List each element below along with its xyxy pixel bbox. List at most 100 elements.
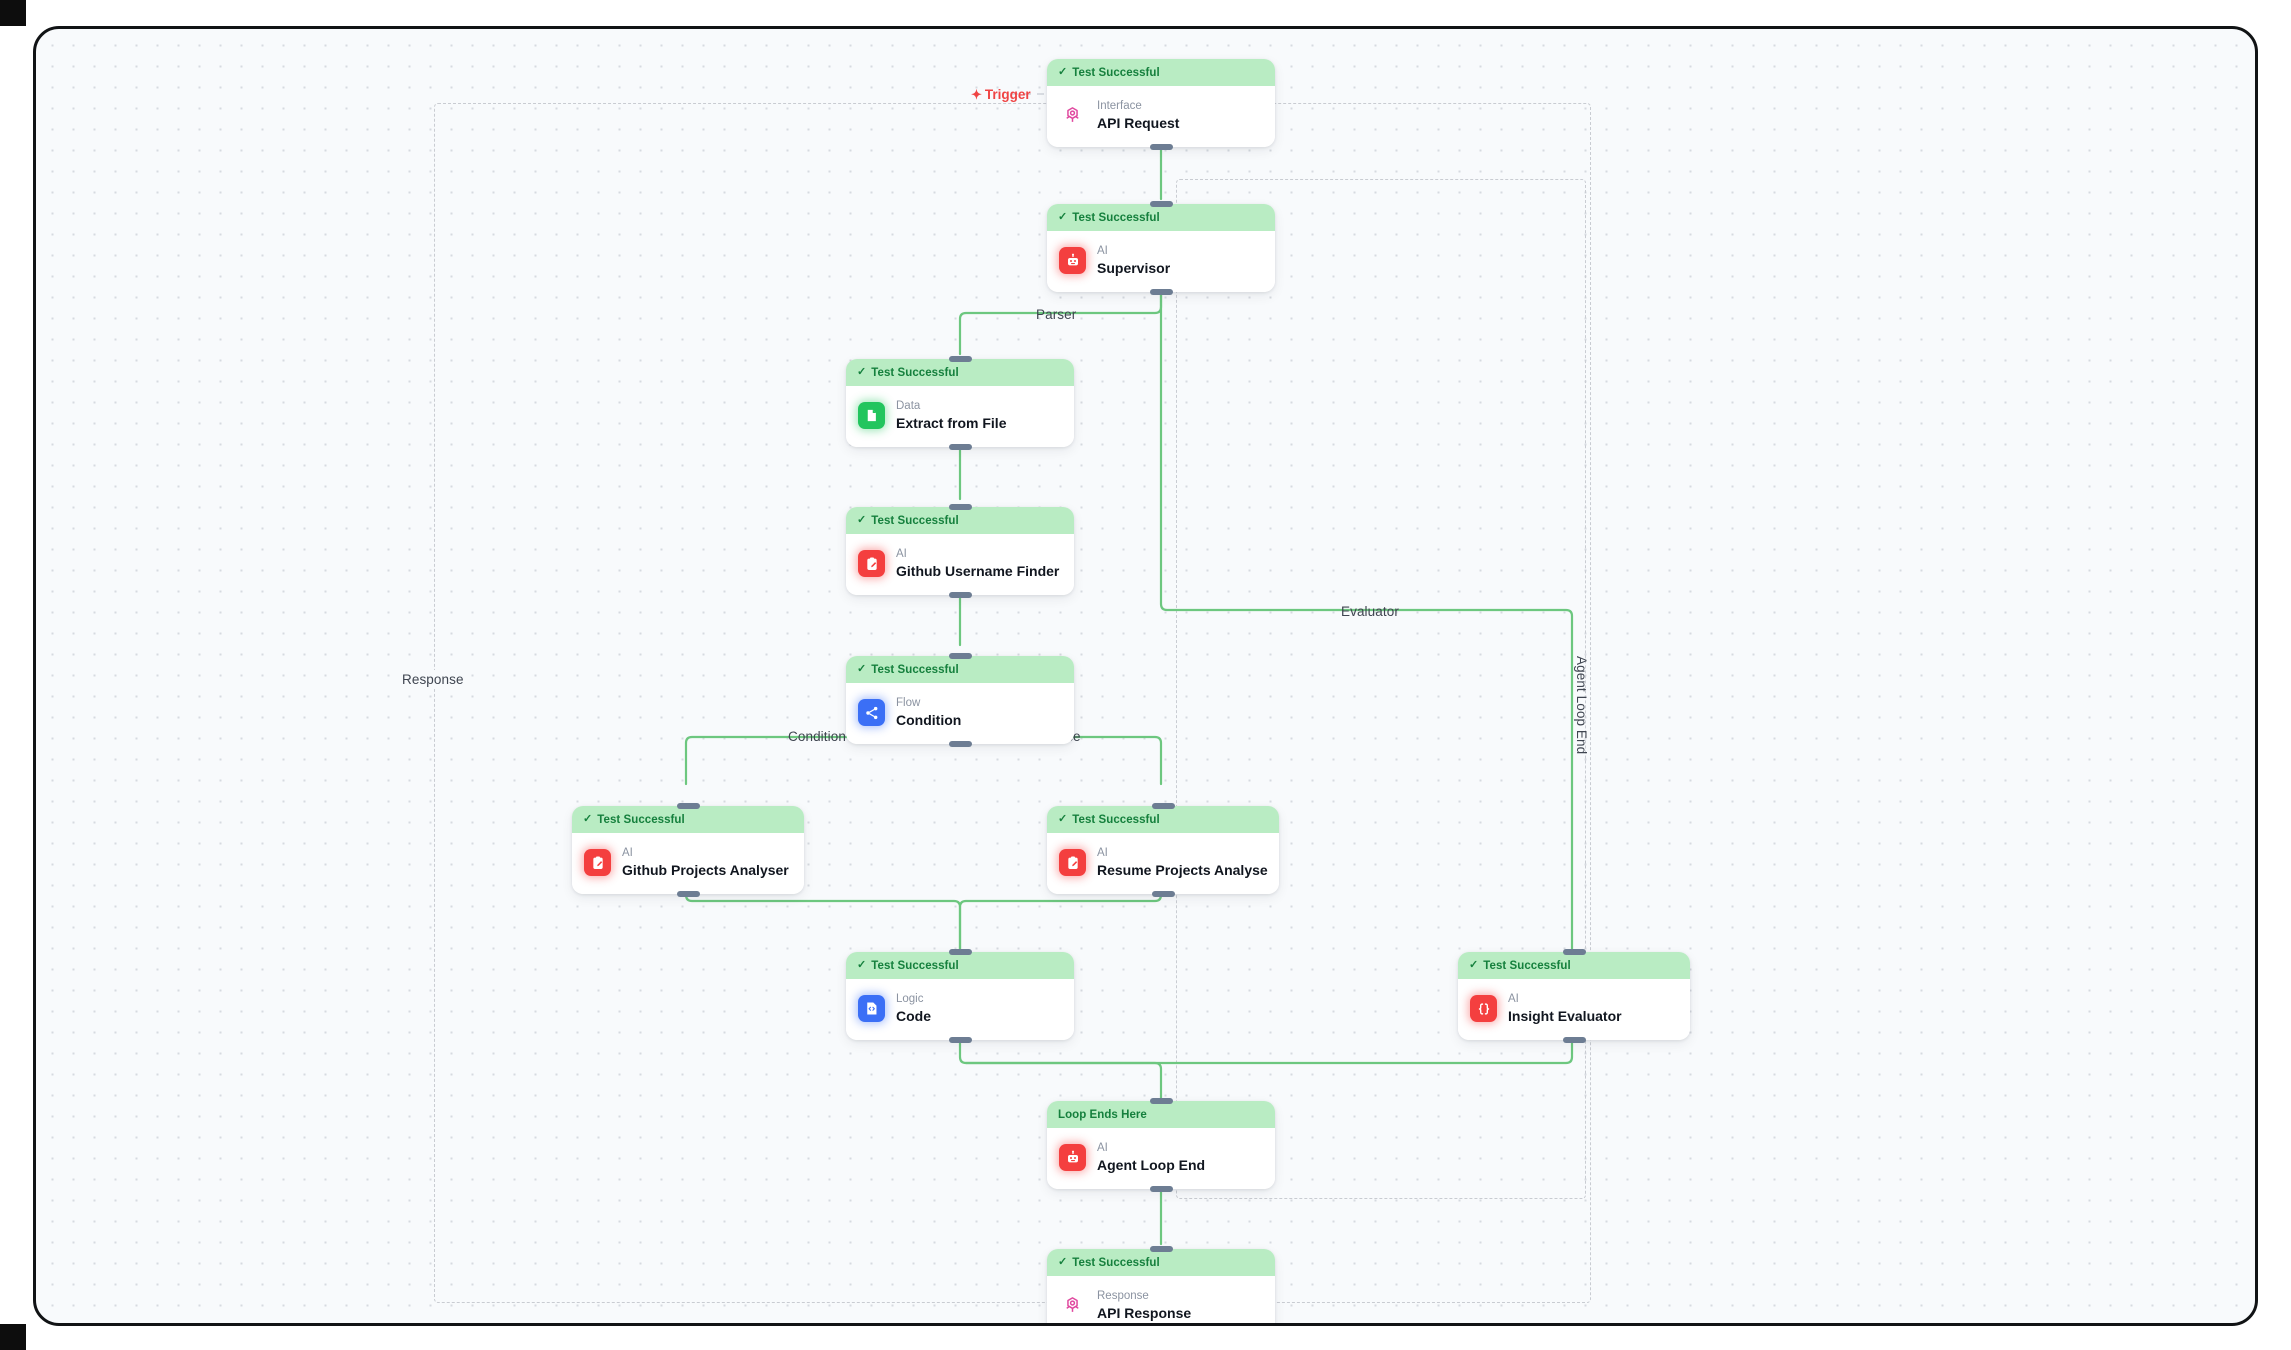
node-kind: AI [1097, 245, 1108, 257]
node-status-label: Test Successful [1072, 813, 1160, 826]
node-kind: Interface [1097, 100, 1142, 112]
node-handle-top[interactable] [1149, 201, 1173, 207]
node-status-badge: ✓ Test Successful [846, 507, 1074, 534]
node-title: Agent Loop End [1097, 1157, 1206, 1174]
node-handle-bottom[interactable] [1562, 1036, 1586, 1043]
node-supervisor[interactable]: ✓ Test Successful [1047, 201, 1275, 295]
node-status-label: Test Successful [871, 366, 959, 379]
node-status-label: Test Successful [871, 514, 959, 527]
node-title: Insight Evaluator [1508, 1008, 1622, 1025]
node-api-response[interactable]: ✓ Test Successful Response API Respons [1047, 1246, 1275, 1323]
robot-icon [1059, 247, 1086, 275]
node-text: AI Agent Loop End [1097, 1141, 1205, 1175]
edge-label-condition-1: Condition 1 [788, 729, 858, 744]
check-icon: ✓ [1058, 813, 1068, 825]
node-status-badge: ✓ Test Successful [846, 359, 1074, 386]
check-icon: ✓ [857, 514, 867, 526]
node-body: AI Supervisor [1047, 231, 1275, 292]
document-icon [858, 402, 885, 430]
node-title: Supervisor [1097, 260, 1171, 277]
node-handle-top[interactable] [1149, 1098, 1173, 1104]
node-title: Extract from File [896, 415, 1007, 432]
node-body: AI Agent Loop End [1047, 1128, 1275, 1189]
node-resume-projects-analyse[interactable]: ✓ Test Successful AI Resume Projects Ana… [1047, 803, 1279, 897]
node-text: AI Supervisor [1097, 244, 1170, 278]
node-handle-top[interactable] [1562, 949, 1586, 955]
node-status-label: Test Successful [871, 663, 959, 676]
node-text: Interface API Request [1097, 99, 1179, 133]
check-icon: ✓ [857, 959, 867, 971]
node-title: Github Username Finder [896, 563, 1060, 580]
node-handle-bottom[interactable] [948, 443, 972, 450]
node-handle-bottom[interactable] [1149, 1185, 1173, 1192]
check-icon: ✓ [1058, 66, 1068, 78]
node-text: AI Resume Projects Analyse [1097, 846, 1268, 880]
node-body: Logic Code [846, 979, 1074, 1040]
node-title: Resume Projects Analyse [1097, 862, 1268, 879]
check-icon: ✓ [583, 813, 593, 825]
node-kind: Logic [896, 993, 924, 1005]
clipboard-pencil-icon [1059, 849, 1086, 877]
window-corner-tick-top-left [0, 0, 26, 26]
clipboard-pencil-icon [584, 849, 611, 877]
node-kind: Data [896, 400, 921, 412]
node-title: API Request [1097, 115, 1180, 132]
node-status-badge: ✓ Test Successful [1047, 1249, 1275, 1276]
interface-flower-icon [1059, 102, 1086, 129]
node-handle-bottom[interactable] [1151, 890, 1175, 897]
node-body: AI Resume Projects Analyse [1047, 833, 1279, 894]
node-handle-top[interactable] [948, 356, 972, 362]
node-kind: AI [622, 847, 633, 859]
check-icon: ✓ [857, 663, 867, 675]
node-agent-loop-end[interactable]: Loop Ends Here [1047, 1098, 1275, 1192]
node-handle-top[interactable] [1151, 803, 1175, 809]
check-icon: ✓ [1058, 1256, 1068, 1268]
node-body: Flow Condition [846, 683, 1074, 744]
curly-braces-icon [1470, 995, 1497, 1023]
node-status-label: Test Successful [1072, 211, 1160, 224]
check-icon: ✓ [1058, 211, 1068, 223]
node-status-badge: ✓ Test Successful [572, 806, 804, 833]
node-insight-evaluator[interactable]: ✓ Test Successful AI Insight Evaluator [1458, 949, 1690, 1043]
node-handle-bottom[interactable] [948, 740, 972, 747]
sparkle-icon: ✦ [971, 87, 982, 102]
node-github-projects-analyser[interactable]: ✓ Test Successful AI Github Projects Ana… [572, 803, 804, 897]
node-title: Code [896, 1008, 931, 1025]
node-github-username-finder[interactable]: ✓ Test Successful AI Github Username Fin… [846, 504, 1074, 598]
check-icon: ✓ [1469, 959, 1479, 971]
node-handle-bottom[interactable] [1149, 288, 1173, 295]
node-text: Response API Response [1097, 1289, 1191, 1323]
node-title: Condition [896, 712, 962, 729]
node-body: AI Github Projects Analyser [572, 833, 804, 894]
node-body: Interface API Request [1047, 86, 1275, 147]
node-handle-bottom[interactable] [948, 1036, 972, 1043]
node-api-request[interactable]: ✓ Test Successful Interface API Reques [1047, 59, 1275, 150]
node-handle-bottom[interactable] [1149, 143, 1173, 150]
node-extract-from-file[interactable]: ✓ Test Successful Data Extract from File [846, 356, 1074, 450]
node-handle-top[interactable] [1149, 1246, 1173, 1252]
node-status-label: Test Successful [597, 813, 685, 826]
trigger-label-text: Trigger [984, 87, 1031, 102]
node-kind: AI [1508, 993, 1519, 1005]
node-handle-bottom[interactable] [948, 591, 972, 598]
node-kind: AI [1097, 1142, 1108, 1154]
flow-canvas[interactable]: ✦ Trigger Parser Evaluator Agent Loop En… [33, 26, 2258, 1326]
edge-label-agent-loop-end: Agent Loop End [1574, 656, 1589, 755]
edge-label-response: Response [398, 670, 468, 689]
node-kind: Flow [896, 697, 921, 709]
check-icon: ✓ [857, 366, 867, 378]
node-handle-top[interactable] [948, 653, 972, 659]
node-handle-bottom[interactable] [676, 890, 700, 897]
node-handle-top[interactable] [948, 504, 972, 510]
clipboard-pencil-icon [858, 550, 885, 578]
node-condition[interactable]: ✓ Test Successful Flow Cond [846, 653, 1074, 747]
node-text: Logic Code [896, 992, 931, 1026]
node-code[interactable]: ✓ Test Successful Logic Code [846, 949, 1074, 1043]
node-handle-top[interactable] [676, 803, 700, 809]
branch-share-icon [858, 699, 885, 727]
node-kind: Response [1097, 1290, 1149, 1302]
node-status-badge: ✓ Test Successful [1458, 952, 1690, 979]
node-body: AI Github Username Finder [846, 534, 1074, 595]
node-handle-top[interactable] [948, 949, 972, 955]
